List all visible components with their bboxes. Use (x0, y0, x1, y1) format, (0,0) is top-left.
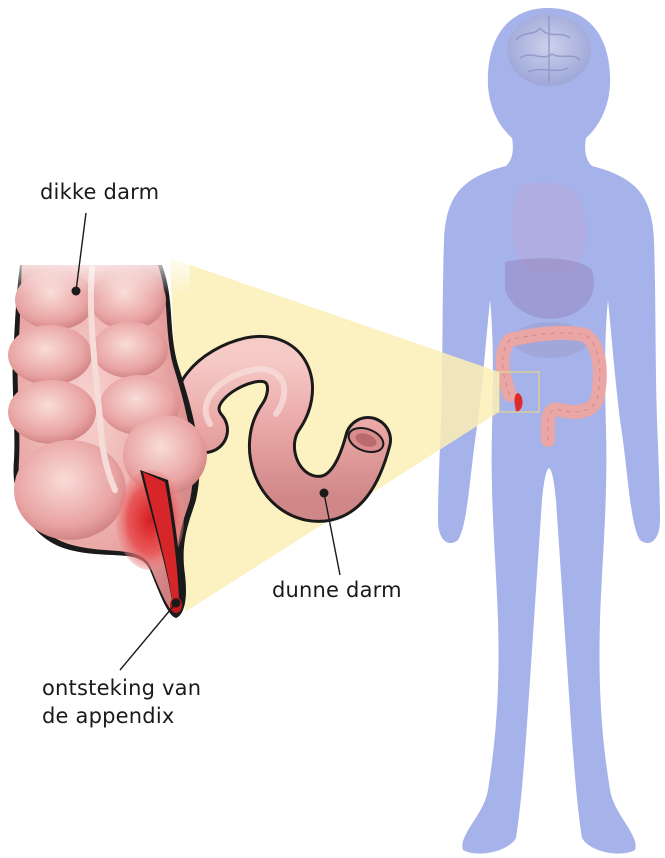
brain-icon (507, 14, 591, 86)
appendix-label-line2: de appendix (42, 702, 201, 730)
small-intestine-label: dunne darm (272, 576, 402, 604)
leader-line-appendix (120, 599, 181, 671)
appendix-label-line1: ontsteking van (42, 674, 201, 702)
large-intestine-label: dikke darm (40, 178, 159, 206)
appendix-inflammation-label: ontsteking van de appendix (42, 674, 201, 730)
